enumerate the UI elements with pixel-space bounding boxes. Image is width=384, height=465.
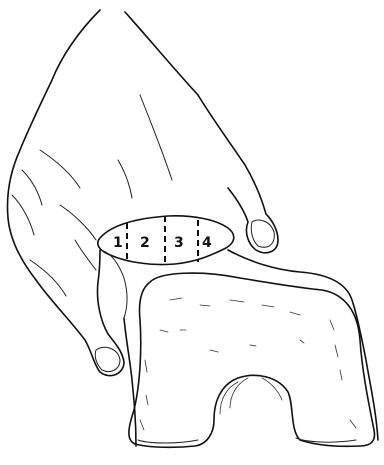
zone-label-2: 2	[140, 235, 150, 251]
finger-creases	[12, 95, 172, 296]
thumbnail	[251, 220, 274, 247]
femur	[129, 273, 375, 447]
zone-label-4: 4	[202, 235, 212, 251]
femur-outline	[129, 273, 375, 447]
wrist-line	[125, 12, 198, 95]
finger-outline	[36, 250, 124, 376]
fingernail	[95, 347, 120, 371]
hand-back-outline	[8, 10, 101, 280]
zone-label-3: 3	[174, 235, 184, 251]
patella: 1 2 3 4	[98, 216, 234, 266]
zone-label-1: 1	[113, 235, 123, 251]
